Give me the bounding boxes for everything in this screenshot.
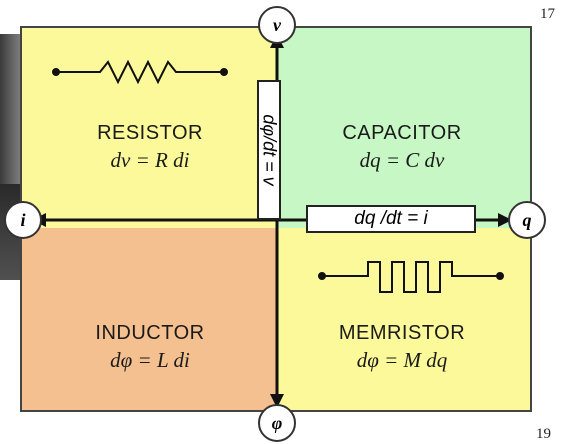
node-voltage: v [258, 6, 296, 44]
horizontal-arrow-right [498, 213, 512, 227]
vertical-relation-box: dφ/dt = v [257, 80, 281, 220]
capacitor-label: CAPACITOR [342, 122, 462, 144]
memristor-symbol-icon [318, 261, 504, 293]
resistor-label: RESISTOR [97, 122, 203, 144]
inductor-equation: dφ = L di [110, 348, 190, 372]
capacitor-quadrant [276, 26, 532, 228]
inductor-label: INDUCTOR [95, 322, 205, 344]
page-number-bottom: 19 [536, 426, 551, 442]
capacitor-equation: dq = C dv [359, 148, 445, 172]
memristor-equation: dφ = M dq [356, 348, 448, 372]
resistor-equation: dv = R di [110, 148, 190, 172]
inductor-quadrant [20, 228, 276, 412]
vertical-relation-text: dφ/dt = v [259, 114, 280, 186]
node-charge: q [508, 201, 546, 239]
page-number-top: 17 [540, 6, 555, 22]
memristor-label: MEMRISTOR [338, 322, 466, 344]
node-flux: φ [258, 404, 296, 442]
resistor-symbol-icon [52, 59, 228, 85]
vertical-arrow-down [270, 394, 284, 408]
node-current: i [4, 201, 42, 239]
memristor-quadrant [276, 228, 532, 412]
horizontal-relation-box: dq /dt = i [306, 205, 476, 233]
resistor-quadrant [20, 26, 276, 228]
